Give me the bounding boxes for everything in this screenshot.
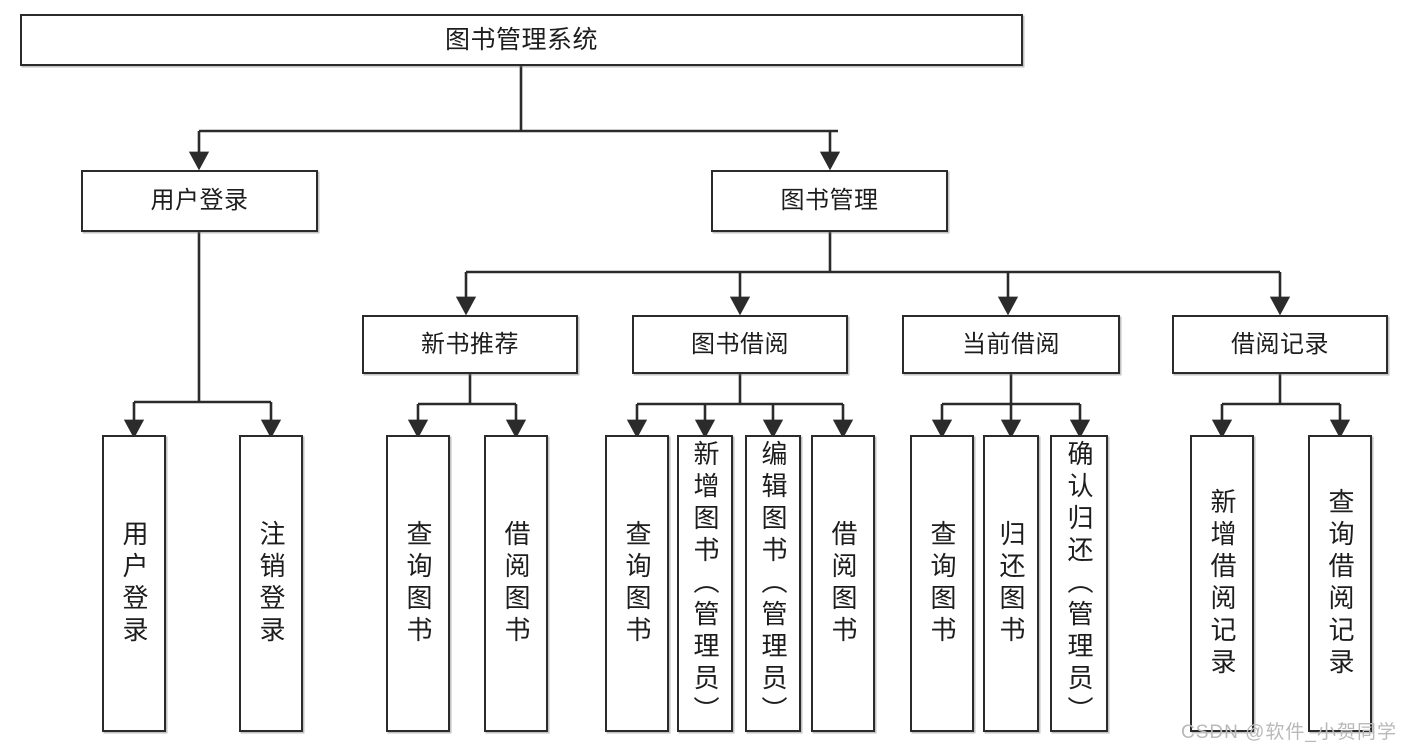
node-new-book-recommend[interactable]: 新书推荐 [362, 315, 578, 374]
node-label: 用户登录 [119, 519, 149, 648]
node-leaf-borrow-book-2[interactable]: 借阅图书 [811, 435, 875, 732]
node-leaf-edit-book[interactable]: 编辑图书（管理员） [745, 435, 801, 732]
node-current-borrow[interactable]: 当前借阅 [902, 315, 1120, 374]
node-label: 新书推荐 [421, 330, 519, 358]
node-label: 借阅图书 [501, 519, 531, 648]
node-borrow-record[interactable]: 借阅记录 [1172, 315, 1388, 374]
node-root-system[interactable]: 图书管理系统 [20, 14, 1023, 66]
node-user-login[interactable]: 用户登录 [81, 170, 318, 232]
node-label: 图书管理 [780, 187, 879, 215]
node-label: 新增图书（管理员） [690, 439, 720, 728]
node-label: 查询图书 [622, 519, 652, 648]
node-leaf-query-book-2[interactable]: 查询图书 [605, 435, 669, 732]
node-leaf-add-record[interactable]: 新增借阅记录 [1190, 435, 1254, 732]
node-leaf-add-book[interactable]: 新增图书（管理员） [677, 435, 733, 732]
node-label: 注销登录 [256, 519, 286, 648]
node-leaf-confirm-return[interactable]: 确认归还（管理员） [1050, 435, 1108, 732]
node-label: 借阅图书 [828, 519, 858, 648]
node-label: 编辑图书（管理员） [758, 439, 788, 728]
node-leaf-borrow-book-1[interactable]: 借阅图书 [484, 435, 548, 732]
node-label: 用户登录 [150, 187, 249, 215]
node-label: 图书借阅 [691, 330, 789, 358]
node-label: 当前借阅 [962, 330, 1060, 358]
node-leaf-query-book-3[interactable]: 查询图书 [910, 435, 974, 732]
node-leaf-query-book-1[interactable]: 查询图书 [386, 435, 450, 732]
node-label: 查询图书 [403, 519, 433, 648]
node-label: 新增借阅记录 [1207, 487, 1237, 680]
node-leaf-query-record[interactable]: 查询借阅记录 [1308, 435, 1372, 732]
node-leaf-user-login[interactable]: 用户登录 [102, 435, 166, 732]
node-book-manage[interactable]: 图书管理 [711, 170, 948, 232]
csdn-watermark: CSDN @软件_小贺同学 [1181, 722, 1397, 743]
node-label: 查询借阅记录 [1325, 487, 1355, 680]
node-label: 归还图书 [996, 519, 1026, 648]
node-leaf-user-logout[interactable]: 注销登录 [239, 435, 303, 732]
node-book-borrow[interactable]: 图书借阅 [632, 315, 848, 374]
node-label: 查询图书 [927, 519, 957, 648]
node-label: 图书管理系统 [444, 25, 598, 54]
node-label: 确认归还（管理员） [1064, 439, 1094, 728]
node-label: 借阅记录 [1231, 330, 1329, 358]
node-leaf-return-book[interactable]: 归还图书 [983, 435, 1039, 732]
